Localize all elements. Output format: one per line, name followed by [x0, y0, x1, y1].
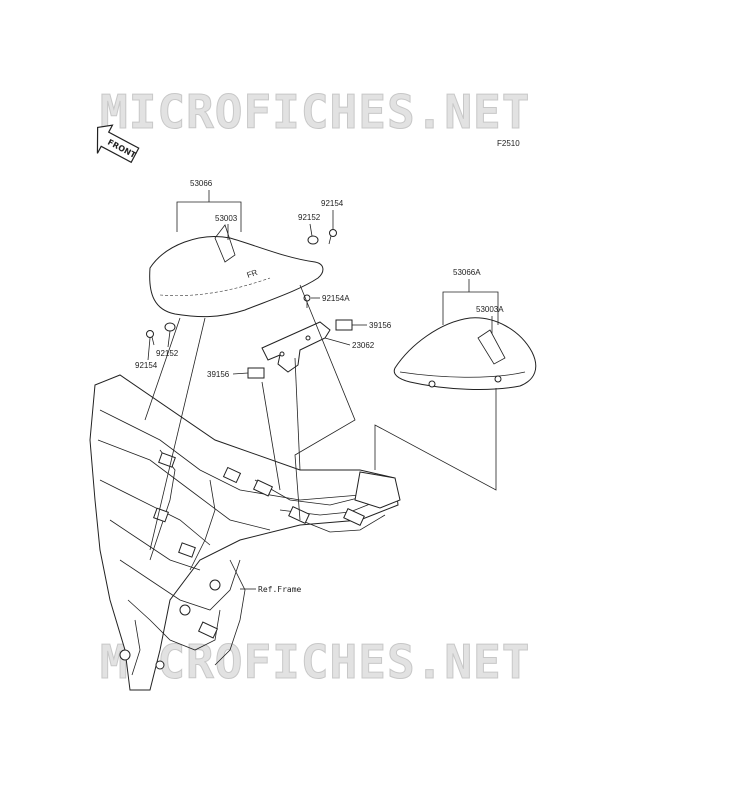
- bolt-92154-left: [146, 330, 155, 346]
- label-53066: 53066: [190, 179, 213, 188]
- figure-code: F2510: [497, 139, 520, 148]
- label-39156-left: 39156: [207, 370, 230, 379]
- frame-drawing: [89, 374, 401, 691]
- damper-39156-right: [335, 319, 353, 331]
- watermark-bottom: MICROFICHES.NET: [100, 635, 530, 689]
- label-92154-left: 92154: [135, 361, 158, 370]
- damper-39156-left: [247, 367, 265, 379]
- seat-marking-front: FR: [246, 268, 259, 280]
- front-seat: FR: [149, 224, 324, 318]
- leader-lines: [144, 190, 499, 551]
- label-53003: 53003: [215, 214, 238, 223]
- collar-92152-left: [164, 322, 176, 332]
- label-92154-top: 92154: [321, 199, 344, 208]
- label-23062: 23062: [352, 341, 375, 350]
- bracket-23062: [261, 321, 331, 373]
- watermark-top: MICROFICHES.NET: [100, 85, 530, 139]
- label-39156-right: 39156: [369, 321, 392, 330]
- ref-frame-label: Ref.Frame: [258, 585, 302, 594]
- label-92154A: 92154A: [322, 294, 350, 303]
- label-53066A: 53066A: [453, 268, 481, 277]
- rear-seat-cowl: [393, 317, 537, 390]
- label-92152-top: 92152: [298, 213, 321, 222]
- collar-92152-top: [307, 235, 319, 245]
- label-53003A: 53003A: [476, 305, 504, 314]
- bolt-92154-top: [328, 229, 337, 245]
